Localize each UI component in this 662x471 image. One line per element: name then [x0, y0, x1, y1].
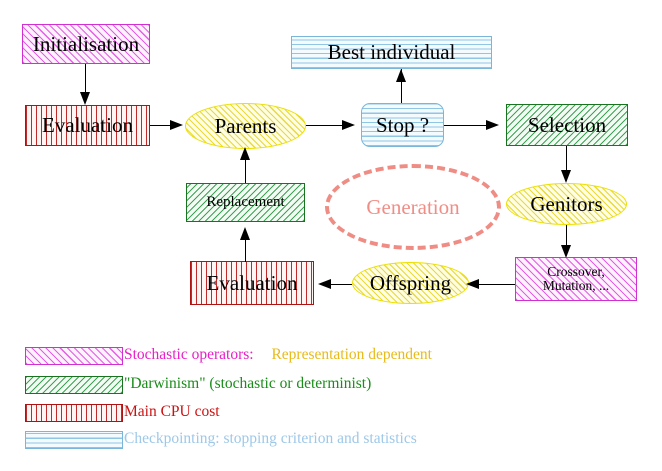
arrowhead-selection-to-genitors — [561, 170, 571, 183]
node-parents-label: Parents — [214, 113, 277, 138]
node-initialisation[interactable]: Initialisation — [22, 24, 150, 64]
node-stop[interactable]: Stop ? — [361, 103, 444, 147]
edge-evaluation-to-replacement — [245, 236, 247, 262]
legend-text-representation: Representation dependent — [271, 346, 432, 363]
arrowhead-replacement-to-parents — [240, 147, 250, 160]
arrowhead-evaluation-to-parents — [170, 120, 183, 130]
node-offspring-label: Offspring — [369, 270, 452, 295]
legend-swatch-cpu-cost — [25, 404, 123, 422]
node-evaluation-bottom-label: Evaluation — [206, 270, 298, 295]
node-stop-label: Stop ? — [375, 112, 430, 137]
legend-swatch-stochastic — [25, 347, 123, 365]
edge-offspring-to-evaluation — [330, 284, 352, 286]
node-crossover-line1: Crossover, — [547, 263, 605, 279]
legend-text-stochastic: Stochastic operators: — [124, 346, 254, 363]
arrowhead-crossover-to-offspring — [466, 279, 479, 289]
edge-parents-to-stop — [306, 125, 344, 127]
edge-genitors-to-crossover — [566, 225, 568, 247]
legend-swatch-checkpointing — [25, 431, 123, 449]
node-replacement-label: Replacement — [206, 193, 285, 210]
arrowhead-initialisation-to-evaluation — [80, 92, 90, 105]
legend-label-checkpointing: Checkpointing: stopping criterion and st… — [124, 430, 417, 447]
node-best-individual-label: Best individual — [327, 40, 456, 65]
edge-evaluation-to-parents — [150, 125, 172, 127]
node-initialisation-label: Initialisation — [32, 31, 140, 56]
legend-label-darwinism: "Darwinism" (stochastic or determinist) — [124, 375, 372, 392]
edge-stop-to-selection — [444, 125, 488, 127]
legend-label-stochastic: Stochastic operators: Representation dep… — [124, 346, 432, 364]
node-crossover-mutation[interactable]: Crossover, Mutation, ... — [515, 257, 637, 301]
node-replacement[interactable]: Replacement — [186, 183, 305, 222]
arrowhead-stop-to-selection — [486, 120, 499, 130]
edge-replacement-to-parents — [245, 157, 247, 183]
node-parents[interactable]: Parents — [185, 103, 306, 149]
node-crossover-line2: Mutation, ... — [542, 278, 610, 293]
node-best-individual[interactable]: Best individual — [291, 36, 492, 69]
node-evaluation-top-label: Evaluation — [42, 113, 133, 138]
edge-stop-to-best-individual — [401, 69, 403, 103]
edge-initialisation-to-evaluation — [85, 64, 87, 93]
node-evaluation-top[interactable]: Evaluation — [25, 105, 150, 146]
node-offspring[interactable]: Offspring — [352, 262, 469, 304]
edge-selection-to-genitors — [566, 146, 568, 172]
node-genitors[interactable]: Genitors — [506, 183, 627, 225]
edge-crossover-to-offspring — [478, 284, 515, 286]
arrowhead-offspring-to-evaluation — [318, 279, 331, 289]
node-evaluation-bottom[interactable]: Evaluation — [190, 261, 314, 305]
node-selection[interactable]: Selection — [506, 104, 628, 146]
arrowhead-evaluation-to-replacement — [240, 227, 250, 240]
node-generation-label: Generation — [366, 194, 460, 219]
arrowhead-parents-to-stop — [342, 120, 355, 130]
node-generation-boundary: Generation — [325, 164, 501, 250]
legend-swatch-darwinism — [25, 376, 123, 394]
arrowhead-stop-to-best-individual — [396, 69, 406, 82]
node-selection-label: Selection — [527, 112, 607, 137]
node-genitors-label: Genitors — [530, 191, 603, 216]
legend-label-cpu-cost: Main CPU cost — [124, 403, 220, 420]
arrowhead-genitors-to-crossover — [561, 245, 571, 258]
